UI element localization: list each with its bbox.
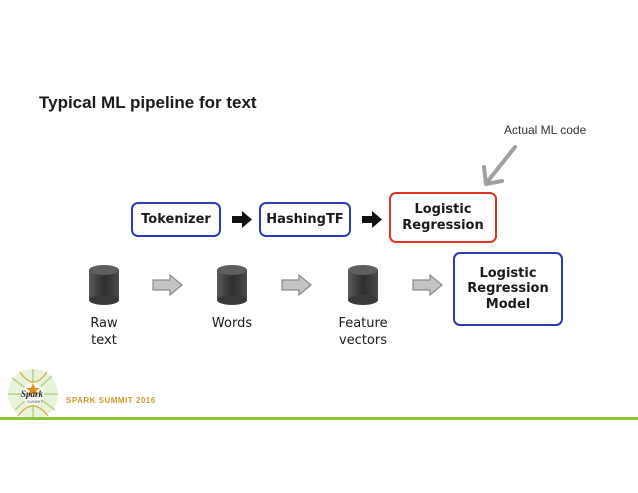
stage-box-logistic-regression: Logistic Regression <box>389 192 497 243</box>
cylinder-icon-raw-text <box>89 265 119 305</box>
footer-bar <box>0 417 638 420</box>
grey-arrow-words-feature <box>281 273 312 297</box>
model-box-logistic-regression-model: Logistic Regression Model <box>453 252 563 326</box>
cylinder-icon-feature-vectors <box>348 265 378 305</box>
annotation-label: Actual ML code <box>504 123 587 137</box>
model-label: Logistic Regression Model <box>467 265 549 312</box>
stage-label: HashingTF <box>266 211 344 227</box>
data-node-label-raw-text: Raw text <box>90 316 118 348</box>
stage-box-hashingtf: HashingTF <box>259 202 351 237</box>
grey-arrow-raw-words <box>152 273 183 297</box>
black-arrow-tokenizer-hashingtf <box>232 211 252 228</box>
cylinder-icon-words <box>217 265 247 305</box>
annotation-arrow <box>482 145 517 186</box>
data-node-label-feature-vectors: Feature vectors <box>338 316 388 348</box>
stage-box-tokenizer: Tokenizer <box>131 202 221 237</box>
black-arrow-hashingtf-logistic <box>362 211 382 228</box>
logo-sub: SUMMIT <box>27 399 43 404</box>
logo-event-text: SPARK SUMMIT 2016 <box>66 396 156 405</box>
logo-word: Spark <box>21 389 44 399</box>
stage-label: Logistic Regression <box>402 201 484 233</box>
slide-title: Typical ML pipeline for text <box>39 93 257 112</box>
data-node-label-words: Words <box>211 316 253 331</box>
spark-summit-logo-icon <box>8 369 58 419</box>
stage-label: Tokenizer <box>141 211 211 227</box>
grey-arrow-feature-model <box>412 273 443 297</box>
